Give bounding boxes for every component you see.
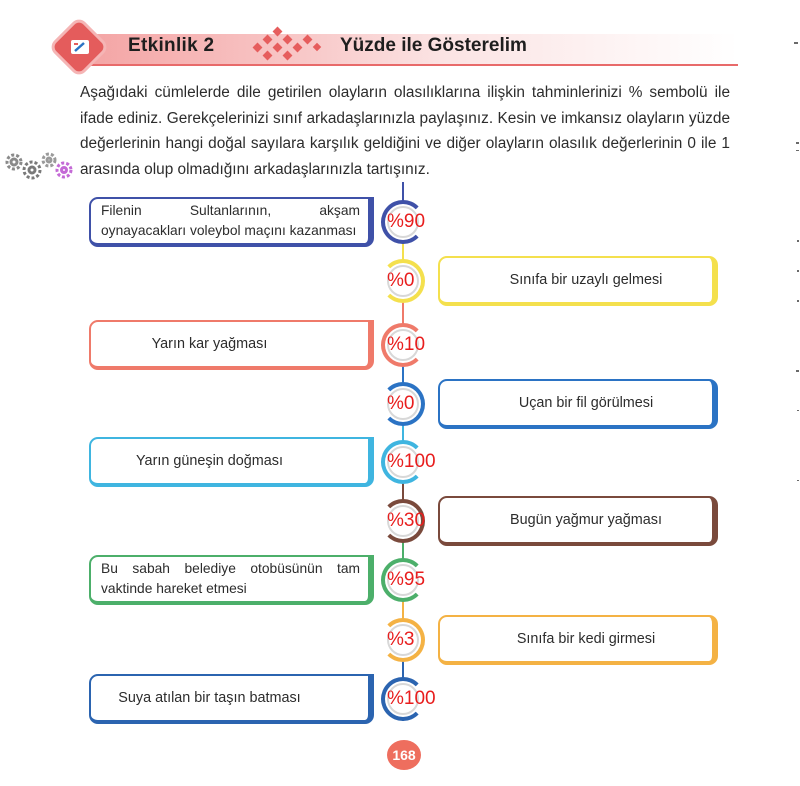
timeline-node [381, 323, 425, 367]
event-box: Uçan bir fil görülmesi [438, 379, 718, 429]
event-text: Suya atılan bir taşın batması [118, 690, 301, 706]
answer-percentage[interactable]: %100 [387, 688, 436, 709]
answer-circle [387, 564, 419, 596]
diamond-pattern [252, 26, 322, 61]
timeline-segment [402, 345, 404, 404]
answer-percentage[interactable]: %10 [387, 334, 426, 355]
timeline-segment [402, 404, 404, 462]
event-text: Sınıfa bir uzaylı gelmesi [509, 272, 663, 288]
answer-percentage[interactable]: %90 [387, 211, 426, 232]
event-box: Sınıfa bir uzaylı gelmesi [438, 256, 718, 306]
answer-percentage[interactable]: %0 [387, 270, 415, 291]
answer-circle [387, 206, 419, 238]
event-text: Filenin Sultanlarının, akşam oynayacakla… [101, 203, 360, 238]
event-box: Filenin Sultanlarının, akşam oynayacakla… [89, 197, 374, 247]
event-box: Yarın kar yağması [89, 320, 374, 370]
timeline-segment [402, 580, 404, 640]
timeline-segment [402, 640, 404, 699]
event-text: Bugün yağmur yağması [510, 512, 662, 528]
event-box: Bugün yağmur yağması [438, 496, 718, 546]
event-text: Yarın kar yağması [151, 336, 268, 352]
timeline-node [381, 499, 425, 543]
timeline-node [381, 259, 425, 303]
activity-banner: Etkinlik 2 Yüzde ile Gösterelim [52, 20, 748, 74]
event-text: Yarın güneşin doğması [136, 453, 283, 469]
timeline-node [381, 440, 425, 484]
timeline-node [381, 382, 425, 426]
answer-circle [387, 624, 419, 656]
event-box: Suya atılan bir taşın batması [89, 674, 374, 724]
answer-circle [387, 505, 419, 537]
activity-title: Yüzde ile Gösterelim [340, 35, 527, 56]
answer-percentage[interactable]: %0 [387, 393, 415, 414]
instructions-paragraph: Aşağıdaki cümlelerde dile getirilen olay… [80, 84, 730, 178]
timeline-segment [402, 222, 404, 281]
event-box: Bu sabah belediye otobüsünün tam vaktind… [89, 555, 374, 605]
event-text: Sınıfa bir kedi girmesi [516, 631, 656, 647]
timeline-node [381, 200, 425, 244]
timeline-segment [402, 281, 404, 345]
timeline-node [381, 618, 425, 662]
gears-icon [5, 152, 73, 180]
answer-circle [387, 265, 419, 297]
timeline-node [381, 677, 425, 721]
event-box: Yarın güneşin doğması [89, 437, 374, 487]
timeline-node [381, 558, 425, 602]
timeline-segment [402, 462, 404, 521]
answer-circle [387, 329, 419, 361]
answer-percentage[interactable]: %3 [387, 629, 415, 650]
answer-circle [387, 683, 419, 715]
page-edge-marks [794, 42, 799, 481]
answer-circle [387, 446, 419, 478]
page-number: 168 [387, 740, 421, 770]
event-text: Uçan bir fil görülmesi [518, 395, 654, 411]
answer-circle [387, 388, 419, 420]
event-text: Bu sabah belediye otobüsünün tam vaktind… [101, 561, 360, 596]
banner-bar [78, 34, 738, 66]
pencil-icon [71, 40, 89, 54]
activity-label: Etkinlik 2 [128, 35, 215, 56]
answer-percentage[interactable]: %100 [387, 451, 436, 472]
answer-percentage[interactable]: %30 [387, 510, 426, 531]
event-box: Sınıfa bir kedi girmesi [438, 615, 718, 665]
answer-percentage[interactable]: %95 [387, 569, 426, 590]
timeline-segment [402, 521, 404, 580]
